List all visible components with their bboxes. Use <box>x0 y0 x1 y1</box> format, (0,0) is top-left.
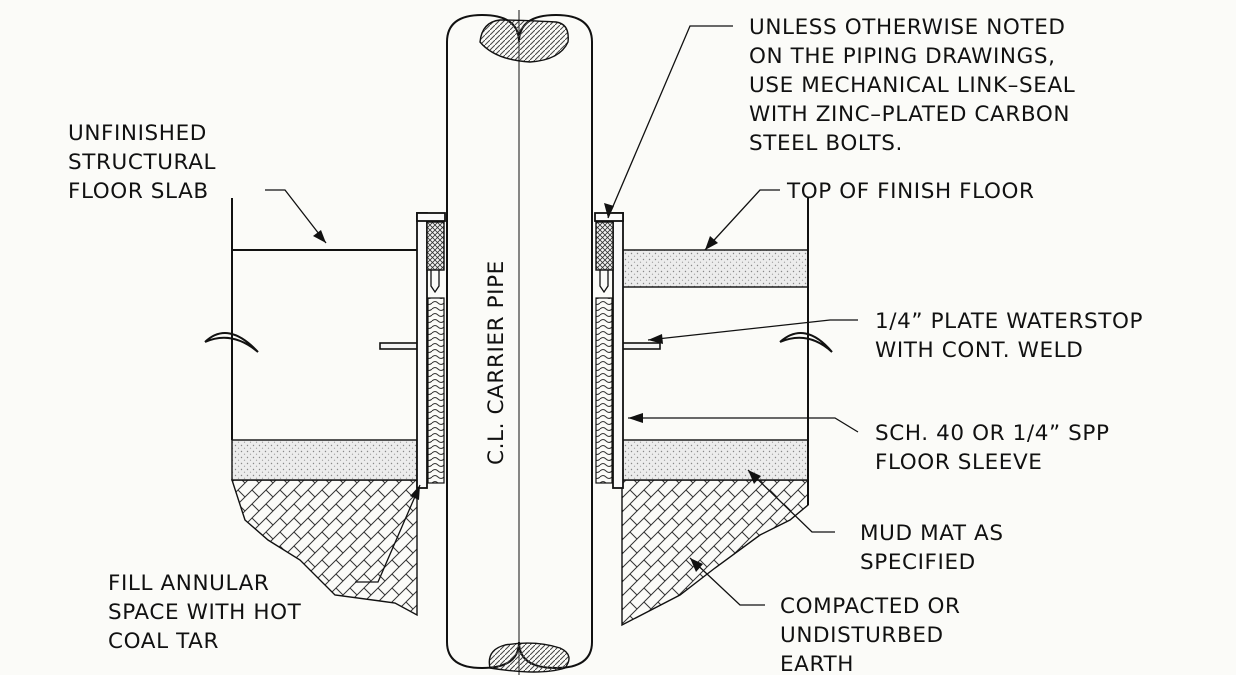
note-waterstop-line-1: 1/4” PLATE WATERSTOP <box>875 309 1143 334</box>
leader-earth <box>689 557 765 606</box>
note-seal-line-3: USE MECHANICAL LINK–SEAL <box>749 73 1075 98</box>
leader-slab <box>265 189 327 244</box>
sleeve-cap-left <box>416 212 446 222</box>
note-floor-slab: UNFINISHED STRUCTURAL FLOOR SLAB <box>68 121 216 204</box>
leader-seal-arrow <box>604 203 614 218</box>
note-sleeve-line-1: SCH. 40 OR 1/4” SPP <box>875 421 1110 446</box>
slab-left-break-symbol <box>204 332 259 353</box>
leader-seal <box>607 25 733 219</box>
note-finish-floor-line-1: TOP OF FINISH FLOOR <box>786 179 1035 204</box>
seal-bolt-left <box>430 270 440 294</box>
floor-sleeve-left <box>416 212 428 489</box>
leader-annular <box>355 484 421 583</box>
note-seal-line-2: ON THE PIPING DRAWINGS, <box>749 44 1056 69</box>
note-earth: COMPACTED OR UNDISTURBED EARTH <box>780 594 961 675</box>
note-slab-line-2: STRUCTURAL <box>68 150 216 175</box>
leader-sleeve <box>628 417 859 433</box>
leader-mud-mat <box>747 469 835 533</box>
mud-mat-left <box>231 439 418 481</box>
earth-left-hatch <box>231 479 418 617</box>
link-seal-right <box>595 221 614 271</box>
pipe-top-cut-hatch <box>479 19 569 63</box>
pipe-bottom-cut-hatch <box>488 642 570 673</box>
waterstop-left <box>379 342 419 350</box>
leader-finish-floor <box>704 189 780 251</box>
waterstop-right <box>621 342 661 350</box>
link-seal-left <box>426 221 445 271</box>
leader-mud-mat-arrow <box>748 470 761 484</box>
leader-waterstop-arrow <box>648 334 663 344</box>
slab-right-break-symbol <box>779 332 833 353</box>
note-waterstop-line-2: WITH CONT. WELD <box>875 338 1083 363</box>
leader-annular-arrow <box>410 485 420 500</box>
note-slab-line-3: FLOOR SLAB <box>68 179 209 204</box>
note-earth-line-3: EARTH <box>780 652 854 675</box>
note-earth-line-1: COMPACTED OR <box>780 594 961 619</box>
coal-tar-fill-right <box>595 297 613 484</box>
note-annular-fill: FILL ANNULAR SPACE WITH HOT COAL TAR <box>108 571 302 654</box>
note-mud-mat-line-1: MUD MAT AS <box>860 521 1004 546</box>
floor-sleeve-right <box>612 212 624 489</box>
leader-finish-floor-arrow <box>705 236 718 250</box>
note-seal-line-1: UNLESS OTHERWISE NOTED <box>749 15 1066 40</box>
note-seal-line-4: WITH ZINC–PLATED CARBON <box>749 102 1070 127</box>
note-finish-floor: TOP OF FINISH FLOOR <box>786 179 1035 204</box>
leader-earth-arrow <box>690 558 703 572</box>
leader-sleeve-arrow <box>628 413 643 423</box>
finish-floor-right <box>621 249 809 288</box>
mud-mat-right <box>621 439 809 481</box>
note-mud-mat: MUD MAT AS SPECIFIED <box>860 521 1004 575</box>
coal-tar-fill-left <box>427 297 445 484</box>
note-mud-mat-line-2: SPECIFIED <box>860 550 976 575</box>
note-annular-line-2: SPACE WITH HOT <box>108 600 302 625</box>
pipe-label: C.L. CARRIER PIPE <box>484 260 509 465</box>
leader-waterstop <box>647 319 858 341</box>
note-slab-line-1: UNFINISHED <box>68 121 207 146</box>
note-annular-line-3: COAL TAR <box>108 629 219 654</box>
note-mechanical-link-seal: UNLESS OTHERWISE NOTED ON THE PIPING DRA… <box>749 15 1075 156</box>
seal-bolt-right <box>599 270 609 294</box>
note-annular-line-1: FILL ANNULAR <box>108 571 269 596</box>
note-earth-line-2: UNDISTURBED <box>780 623 944 648</box>
leader-slab-arrow <box>313 230 326 243</box>
note-seal-line-5: STEEL BOLTS. <box>749 131 903 156</box>
note-floor-sleeve: SCH. 40 OR 1/4” SPP FLOOR SLEEVE <box>875 421 1110 475</box>
note-waterstop: 1/4” PLATE WATERSTOP WITH CONT. WELD <box>875 309 1143 363</box>
note-sleeve-line-2: FLOOR SLEEVE <box>875 450 1042 475</box>
